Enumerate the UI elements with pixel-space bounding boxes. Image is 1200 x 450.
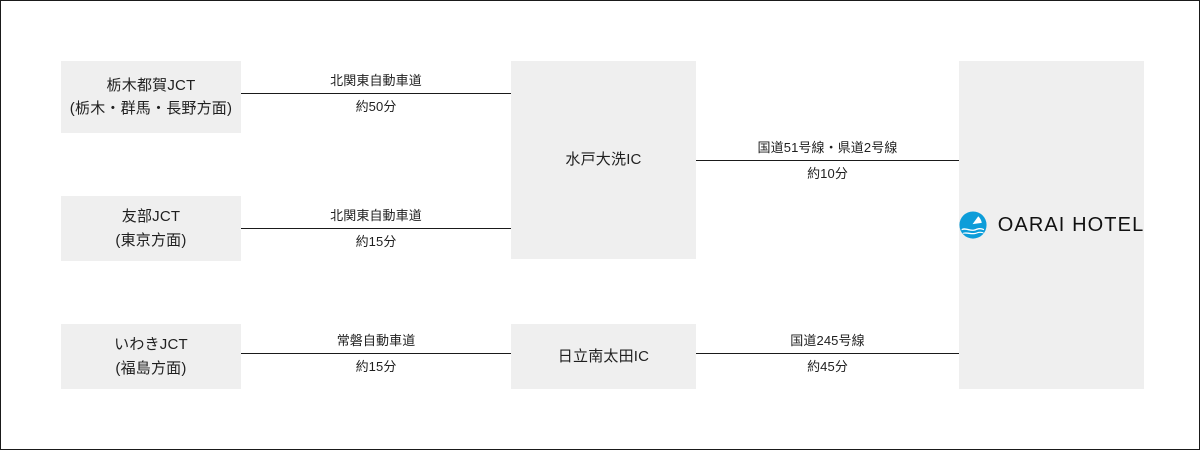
node-subtitle: (福島方面) — [115, 359, 187, 377]
oarai-hotel-logo: OARAI HOTEL — [959, 210, 1145, 241]
connector-line — [241, 93, 511, 95]
connector-line — [241, 353, 511, 355]
node-hitachi-minami-ota-ic: 日立南太田IC — [511, 324, 696, 389]
connector-hitachi-to-hotel: 国道245号線 約45分 — [696, 333, 959, 375]
connector-route-label: 北関東自動車道 — [330, 73, 422, 88]
node-iwaki-jct: いわきJCT (福島方面) — [61, 324, 241, 389]
node-title: いわきJCT — [114, 336, 188, 354]
node-tochigi-tsuga-jct: 栃木都賀JCT (栃木・群馬・長野方面) — [61, 61, 241, 133]
connector-route-label: 国道245号線 — [790, 333, 865, 348]
node-title: 栃木都賀JCT — [106, 76, 196, 94]
connector-duration-label: 約45分 — [807, 359, 848, 375]
connector-line — [241, 228, 511, 230]
connector-mito-to-hotel: 国道51号線・県道2号線 約10分 — [696, 140, 959, 182]
connector-duration-label: 約15分 — [355, 359, 397, 375]
node-title: 水戸大洗IC — [565, 151, 642, 169]
connector-tochigi-to-mito: 北関東自動車道 約50分 — [241, 73, 511, 115]
connector-duration-label: 約50分 — [355, 99, 397, 115]
node-title: 友部JCT — [121, 208, 181, 226]
node-mito-oarai-ic: 水戸大洗IC — [511, 61, 696, 259]
connector-iwaki-to-hitachi: 常磐自動車道 約15分 — [241, 333, 511, 375]
connector-line — [696, 160, 959, 162]
node-tomobe-jct: 友部JCT (東京方面) — [61, 196, 241, 261]
node-subtitle: (栃木・群馬・長野方面) — [69, 100, 233, 117]
connector-tomobe-to-mito: 北関東自動車道 約15分 — [241, 208, 511, 250]
connector-route-label: 国道51号線・県道2号線 — [757, 140, 898, 155]
node-oarai-hotel: OARAI HOTEL — [959, 61, 1144, 389]
node-subtitle: (東京方面) — [115, 231, 187, 249]
connector-duration-label: 約15分 — [355, 234, 397, 250]
oarai-hotel-logo-text: OARAI HOTEL — [997, 213, 1145, 236]
connector-route-label: 北関東自動車道 — [330, 208, 422, 223]
connector-duration-label: 約10分 — [807, 166, 848, 182]
node-title: 日立南太田IC — [557, 347, 650, 365]
connector-line — [696, 353, 959, 355]
sun-over-sea-icon — [959, 211, 987, 239]
connector-route-label: 常磐自動車道 — [336, 333, 416, 348]
